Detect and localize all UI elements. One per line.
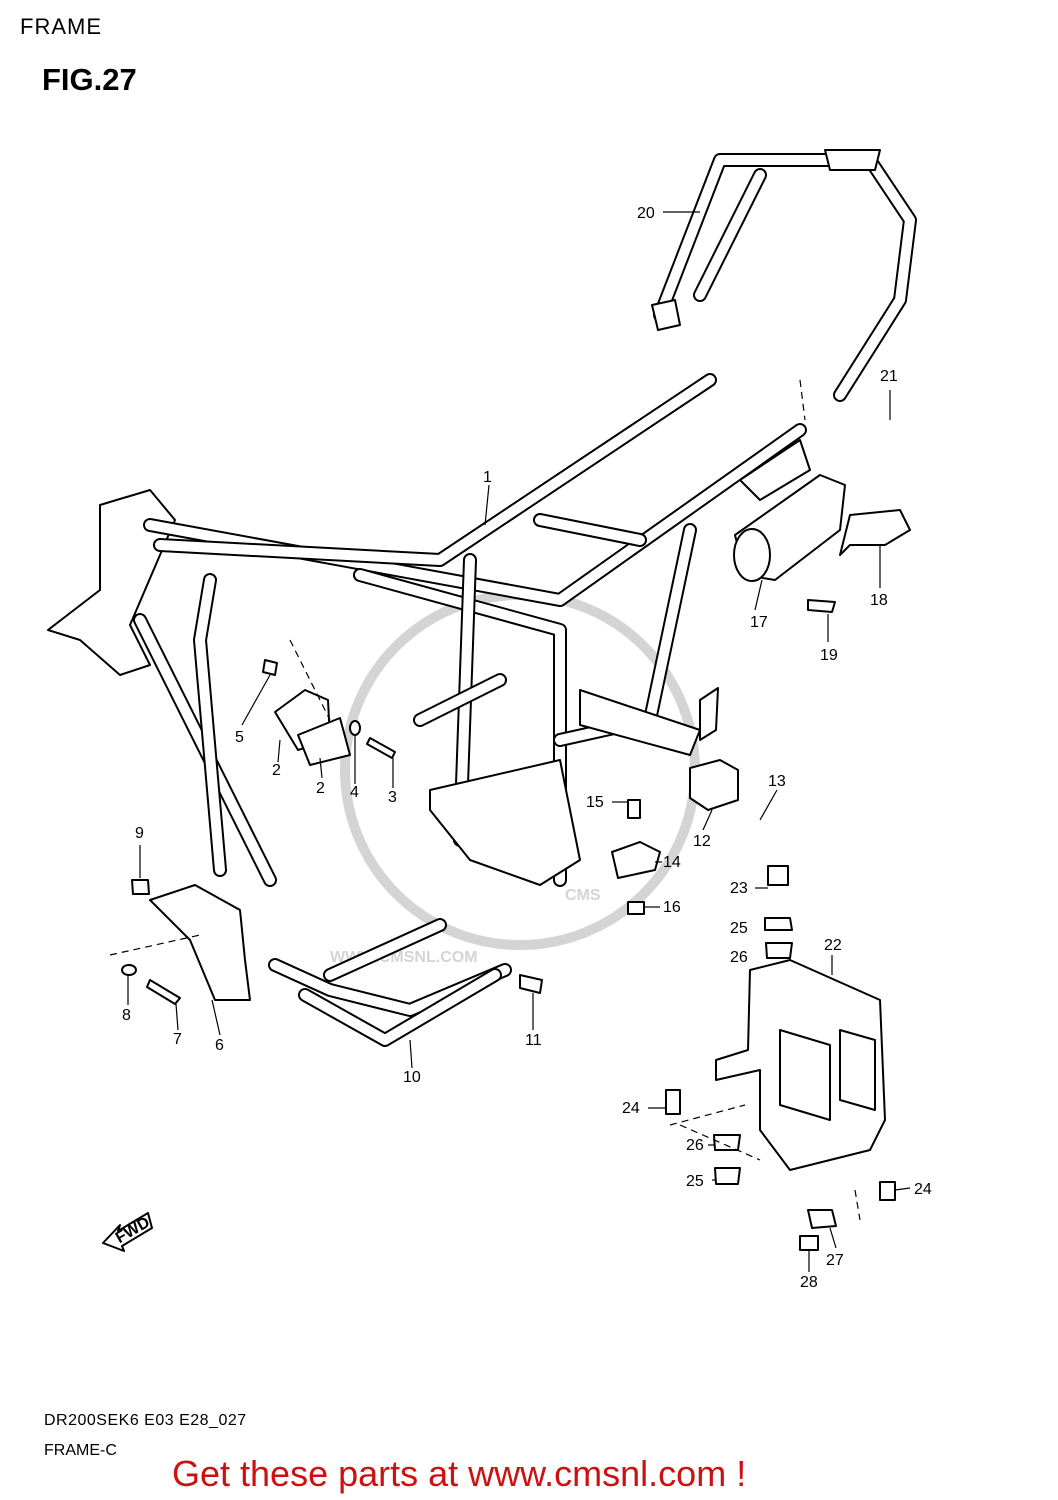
engine-mount-brackets — [262, 659, 396, 766]
promo-link-text[interactable]: Get these parts at www.cmsnl.com ! — [172, 1453, 747, 1494]
callout-27: 27 — [826, 1252, 844, 1269]
callout-24a: 24 — [622, 1100, 640, 1117]
tool-box — [733, 474, 911, 613]
callout-23: 23 — [730, 880, 748, 897]
callout-17: 17 — [750, 614, 768, 631]
callout-8: 8 — [122, 1007, 131, 1024]
callout-26a: 26 — [730, 949, 748, 966]
leader-lines — [109, 211, 911, 1272]
callout-20: 20 — [637, 205, 655, 222]
callout-2a: 2 — [272, 762, 281, 779]
callout-26b: 26 — [686, 1137, 704, 1154]
callout-3: 3 — [388, 789, 397, 806]
callout-1: 1 — [483, 469, 492, 486]
fwd-label: FWD — [113, 1214, 153, 1247]
callout-5: 5 — [235, 729, 244, 746]
battery-case — [665, 917, 896, 1251]
lower-bracket-set — [121, 879, 251, 1005]
watermark-logo: CMS — [565, 887, 601, 904]
callout-4: 4 — [350, 784, 359, 801]
callout-6: 6 — [215, 1037, 224, 1054]
callout-16: 16 — [663, 899, 681, 916]
figure-number: FIG.27 — [42, 62, 137, 97]
forward-direction-arrow: FWD — [102, 1212, 153, 1252]
callout-18: 18 — [870, 592, 888, 609]
callout-14: 14 — [663, 854, 681, 871]
callout-12: 12 — [693, 833, 711, 850]
callout-11: 11 — [525, 1032, 542, 1049]
frame-cushions — [611, 759, 789, 915]
callout-7: 7 — [173, 1031, 182, 1048]
callout-2b: 2 — [316, 780, 325, 797]
rear-carrier — [651, 149, 917, 402]
callout-15: 15 — [586, 794, 604, 811]
callout-9: 9 — [135, 825, 144, 842]
sub-label: FRAME-C — [44, 1442, 117, 1459]
callout-21: 21 — [880, 368, 898, 385]
callout-19: 19 — [820, 647, 838, 664]
callout-24b: 24 — [914, 1181, 932, 1198]
callout-25b: 25 — [686, 1173, 704, 1190]
section-title: FRAME — [20, 14, 102, 39]
callout-13: 13 — [768, 773, 786, 790]
model-code: DR200SEK6 E03 E28_027 — [44, 1412, 247, 1429]
callout-numbers: 1 2 2 3 4 5 6 7 8 9 10 11 12 13 14 15 16… — [122, 205, 932, 1291]
lower-cross-frame — [268, 918, 543, 1047]
callout-10: 10 — [403, 1069, 421, 1086]
main-frame — [47, 373, 811, 887]
callout-28: 28 — [800, 1274, 818, 1291]
callout-22: 22 — [824, 937, 842, 954]
callout-25a: 25 — [730, 920, 748, 937]
